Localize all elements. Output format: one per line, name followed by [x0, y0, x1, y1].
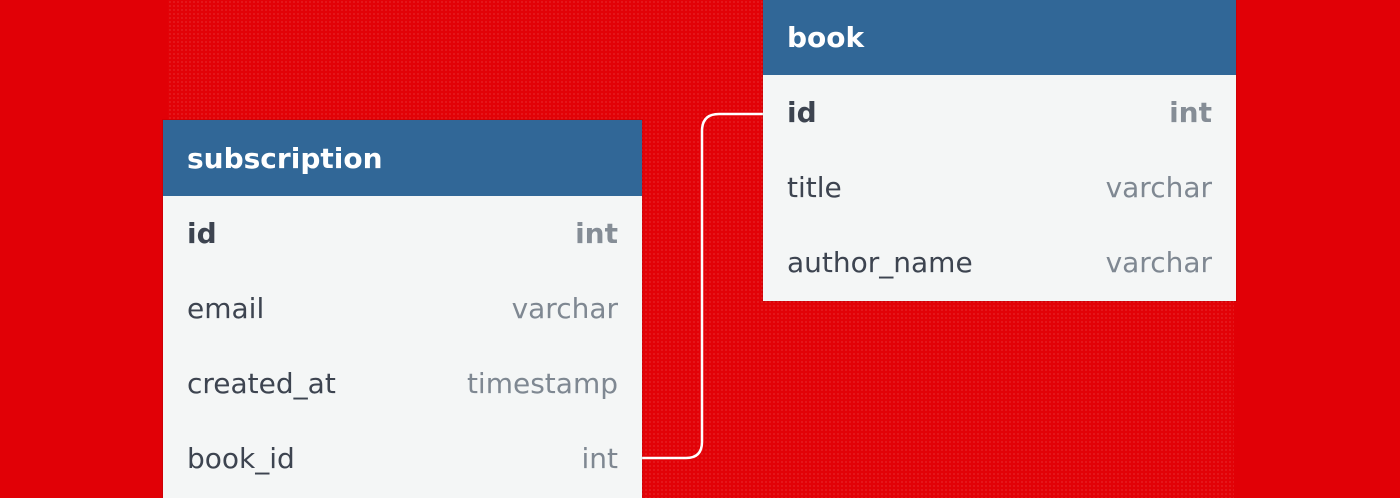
column-row-subscription-book-id[interactable]: book_id int — [163, 421, 642, 496]
table-header-subscription[interactable]: subscription — [163, 120, 642, 196]
column-type: int — [1169, 96, 1212, 129]
canvas-side-band-left — [0, 0, 168, 498]
relationship-line-book-id-subscription-book-id — [642, 112, 763, 460]
column-row-book-id[interactable]: id int — [763, 75, 1236, 150]
column-name: author_name — [787, 246, 973, 279]
column-type: int — [575, 217, 618, 250]
column-row-book-author-name[interactable]: author_name varchar — [763, 225, 1236, 300]
column-row-subscription-id[interactable]: id int — [163, 196, 642, 271]
column-row-subscription-email[interactable]: email varchar — [163, 271, 642, 346]
column-name: id — [187, 217, 217, 250]
column-type: varchar — [511, 292, 618, 325]
column-row-subscription-created-at[interactable]: created_at timestamp — [163, 346, 642, 421]
table-title-book: book — [787, 21, 865, 54]
column-name: title — [787, 171, 842, 204]
column-row-book-title[interactable]: title varchar — [763, 150, 1236, 225]
column-type: int — [581, 442, 618, 475]
column-name: book_id — [187, 442, 295, 475]
column-type: timestamp — [466, 367, 618, 400]
column-name: created_at — [187, 367, 336, 400]
column-type: varchar — [1105, 171, 1212, 204]
table-book[interactable]: book id int title varchar author_name va… — [763, 0, 1236, 301]
column-name: email — [187, 292, 265, 325]
table-title-subscription: subscription — [187, 141, 383, 175]
table-header-book[interactable]: book — [763, 0, 1236, 75]
column-type: varchar — [1105, 246, 1212, 279]
column-name: id — [787, 96, 817, 129]
canvas-side-band-right — [1234, 0, 1400, 498]
table-subscription[interactable]: subscription id int email varchar create… — [163, 120, 642, 498]
